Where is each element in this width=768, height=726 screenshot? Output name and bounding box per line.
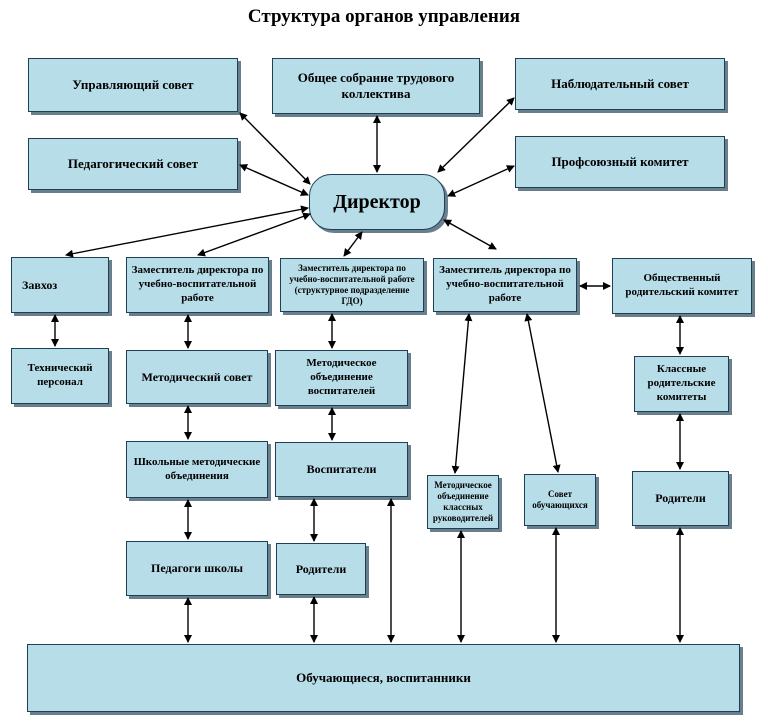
parents-mid-box: Родители [276, 543, 366, 595]
arrow-deputy3-student-council [524, 313, 561, 473]
class-teachers-association-box: Методическое объединение классных руково… [427, 475, 499, 529]
director-box: Директор [309, 174, 445, 230]
class-parents-committees-box: Классные родительские комитеты [634, 356, 729, 412]
student-council-box: Совет обучающихся [524, 474, 596, 526]
arrow-director-supply [65, 205, 309, 258]
deputy-director-3-box: Заместитель директора по учебно-воспитат… [433, 258, 577, 312]
educators-association-box: Методическое объединение воспитателей [275, 350, 408, 406]
arrow-director-deputy2 [343, 231, 363, 257]
deputy-director-1-box: Заместитель директора по учебно-воспитат… [126, 257, 269, 313]
technical-staff-box: Технический персонал [11, 348, 109, 404]
deputy-director-2-box: Заместитель директора по учебно-воспитат… [280, 258, 424, 312]
page-title: Структура органов управления [247, 6, 521, 27]
arrow-director-deputy1 [197, 212, 311, 257]
arrow-director-deputy3 [443, 219, 497, 250]
arrow-deputy3-class-teachers [451, 313, 473, 474]
parents-right-box: Родители [632, 471, 729, 526]
supervisory-board-box: Наблюдательный совет [515, 58, 725, 110]
pedagogical-council-box: Педагогический совет [28, 138, 238, 190]
school-teachers-box: Педагоги школы [126, 541, 268, 596]
governing-council-box: Управляющий совет [28, 58, 238, 112]
arrow-supervisory-director [437, 97, 515, 173]
supply-manager-box: Завхоз [11, 257, 109, 313]
school-methodical-associations-box: Школьные методические объединения [126, 441, 268, 498]
methodical-council-box: Методический совет [126, 350, 268, 404]
educators-box: Воспитатели [275, 442, 408, 497]
arrow-pedagogical-director [239, 164, 309, 196]
students-box: Обучающиеся, воспитанники [27, 644, 740, 712]
arrow-governing-director [239, 112, 311, 185]
trade-union-box: Профсоюзный комитет [515, 136, 725, 188]
parents-committee-box: Общественный родительский комитет [612, 258, 752, 314]
arrow-union-director [447, 165, 515, 197]
general-meeting-box: Общее собрание трудового коллектива [272, 58, 480, 114]
